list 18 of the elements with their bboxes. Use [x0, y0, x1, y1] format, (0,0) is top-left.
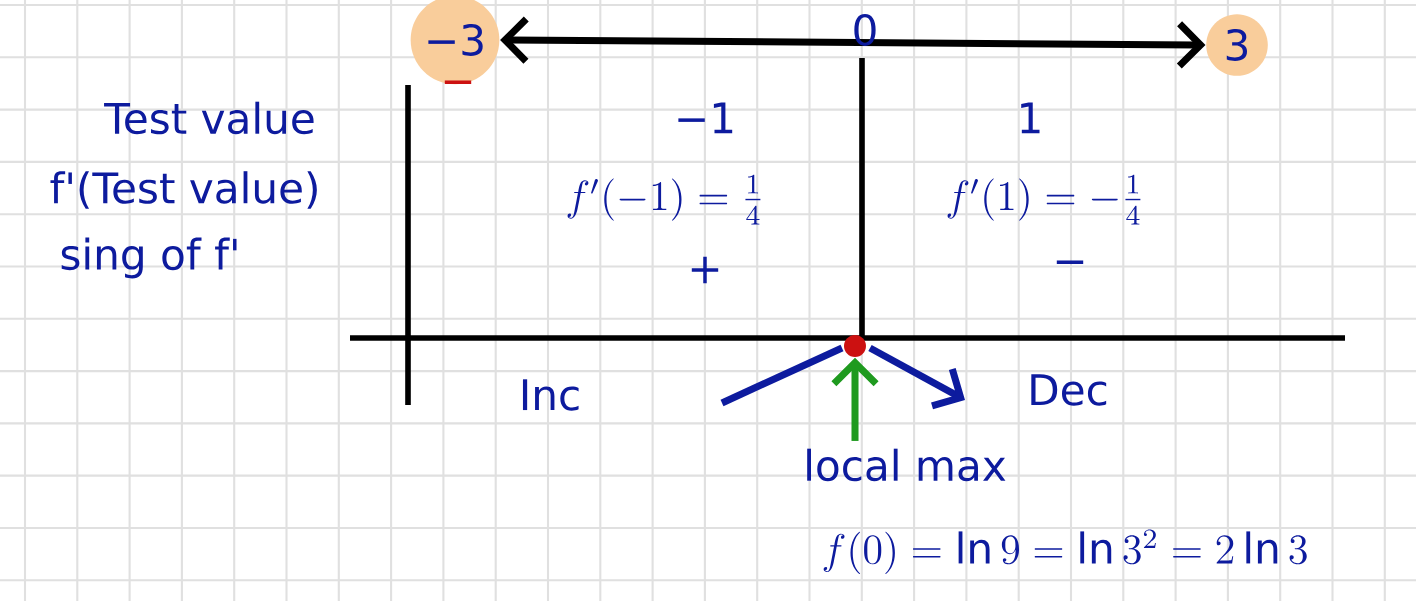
sign-label: + [691, 256, 719, 284]
behavior-label: Dec [1031, 374, 1107, 406]
sign-mark: − [444, 80, 472, 84]
number-line [500, 16, 1206, 69]
row-label: f'(Test value) [50, 171, 317, 209]
sign-label: − [1056, 260, 1084, 264]
annotation-text: local max [807, 448, 1006, 482]
test-value: 1 [1021, 102, 1040, 134]
equation: $f(0) = \ln 9 = \ln 3^{2} = 2\ln 3$ [823, 529, 1307, 574]
highlighted-number: 3 [1206, 14, 1268, 76]
derivative-value: $f'(-1) = \frac{1}{4}$ [567, 174, 761, 225]
row-label: Test value [104, 101, 314, 135]
derivative-value: $f'(1) = -\frac{1}{4}$ [947, 174, 1141, 225]
test-value: −1 [678, 102, 733, 134]
critical-point-dot [844, 335, 866, 357]
number-label: 0 [854, 14, 876, 46]
behavior-label: Inc [522, 379, 579, 411]
row-label: sing of f' [61, 237, 237, 279]
